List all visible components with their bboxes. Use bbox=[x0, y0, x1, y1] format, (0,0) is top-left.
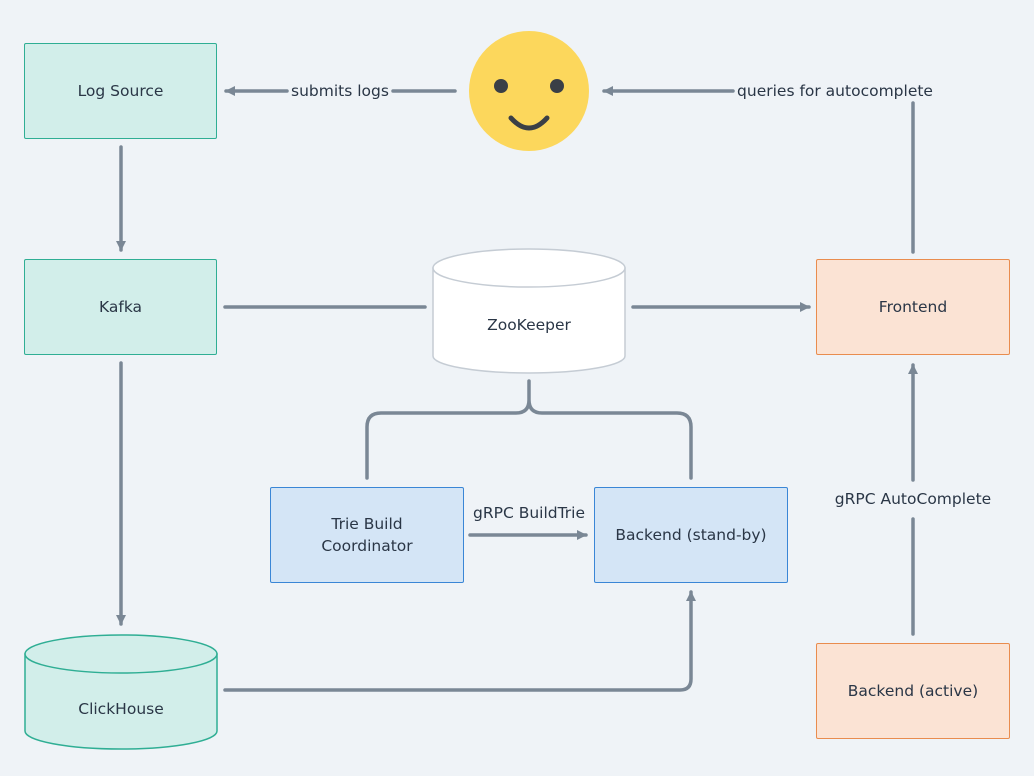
edge-label-queries-autocomplete: queries for autocomplete bbox=[735, 81, 935, 101]
edge-label-grpc-buildtrie: gRPC BuildTrie bbox=[470, 503, 588, 523]
zookeeper-cylinder bbox=[432, 248, 626, 374]
node-label-line1: Trie Build bbox=[331, 515, 403, 533]
node-kafka: Kafka bbox=[24, 259, 217, 355]
node-trie-build-coordinator: Trie Build Coordinator bbox=[270, 487, 464, 583]
node-label-line2: Coordinator bbox=[321, 537, 413, 555]
node-label: Backend (stand-by) bbox=[615, 526, 767, 544]
node-label: Kafka bbox=[98, 298, 143, 316]
edge-clickhouse-to-standby bbox=[223, 590, 696, 692]
smiley-face-icon bbox=[469, 31, 589, 151]
edge-label-grpc-autocomplete: gRPC AutoComplete bbox=[832, 489, 994, 509]
node-label: Log Source bbox=[77, 82, 164, 100]
clickhouse-cylinder bbox=[24, 634, 218, 750]
node-backend-active: Backend (active) bbox=[816, 643, 1010, 739]
node-backend-standby: Backend (stand-by) bbox=[594, 487, 788, 583]
node-clickhouse-label: ClickHouse bbox=[78, 700, 164, 718]
node-label: Frontend bbox=[878, 298, 948, 316]
edge-zookeeper-brace bbox=[365, 379, 693, 480]
node-label: Backend (active) bbox=[847, 682, 979, 700]
node-log-source: Log Source bbox=[24, 43, 217, 139]
edge-label-submits-logs: submits logs bbox=[289, 81, 391, 101]
node-frontend: Frontend bbox=[816, 259, 1010, 355]
node-zookeeper-label: ZooKeeper bbox=[487, 316, 571, 334]
